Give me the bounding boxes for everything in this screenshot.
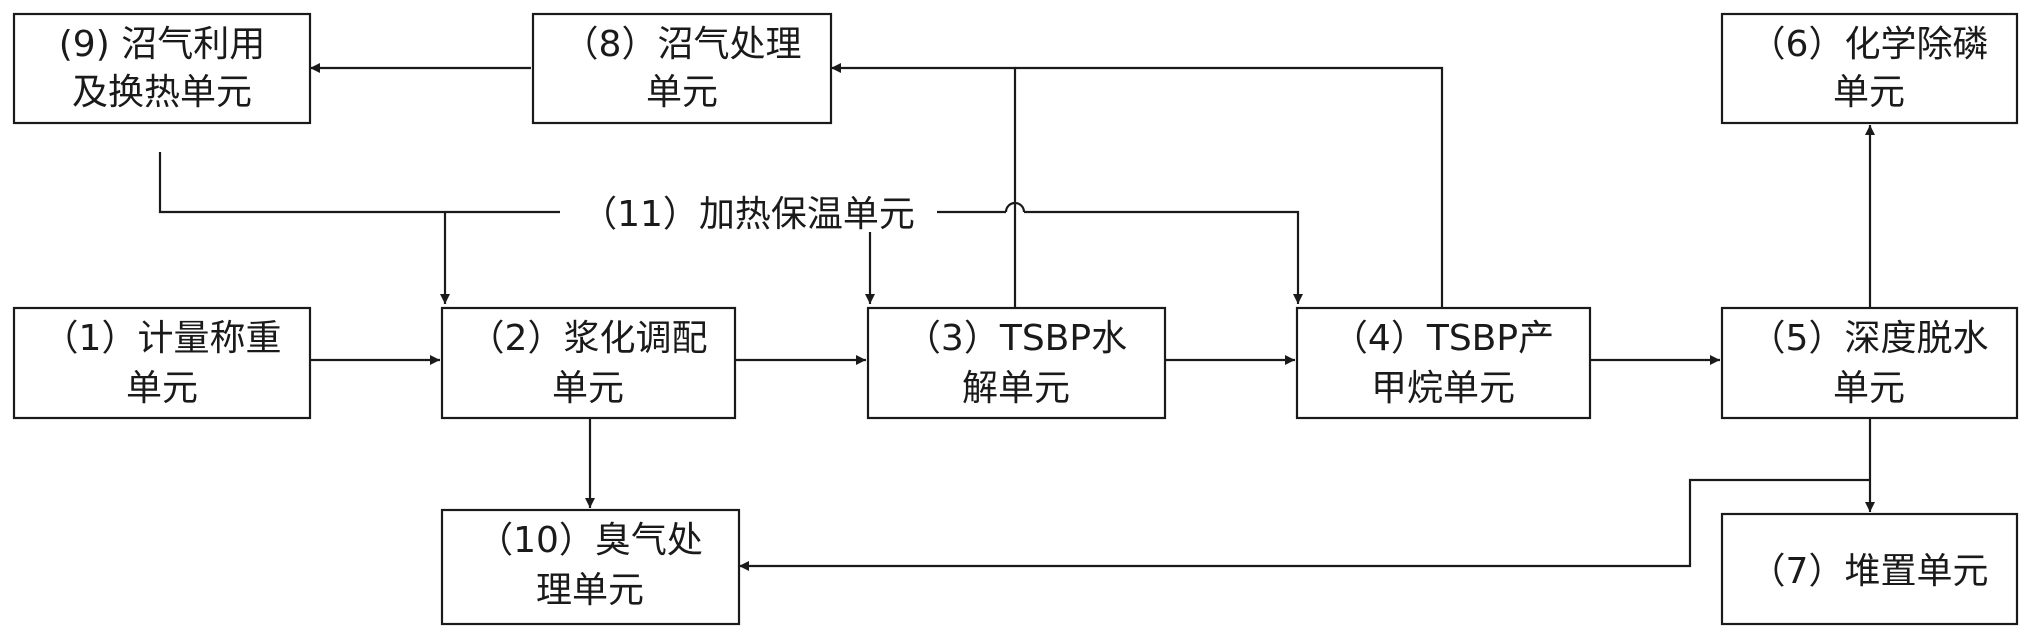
- unit-box-1: （1）计量称重 单元: [12, 306, 312, 420]
- connectors: [158, 63, 1875, 571]
- unit-box-5: （5）深度脱水 单元: [1720, 306, 2019, 420]
- unit-5-line1: （5）深度脱水: [1750, 318, 1989, 359]
- unit-9-line1: (9) 沼气利用: [59, 24, 265, 65]
- unit-box-3: （3）TSBP水 解单元: [866, 306, 1167, 420]
- heating-unit-label: （11）加热保温单元: [581, 194, 915, 235]
- unit-3-line2: 解单元: [962, 368, 1070, 409]
- line-u9-heating: [158, 152, 560, 214]
- unit-box-7: （7）堆置单元: [1720, 512, 2019, 626]
- unit-box-9: (9) 沼气利用 及换热单元: [12, 12, 312, 125]
- unit-box-6: （6）化学除磷 单元: [1720, 12, 2019, 125]
- unit-6-line2: 单元: [1833, 72, 1905, 113]
- unit-box-8: （8）沼气处理 单元: [531, 12, 833, 125]
- unit-7-line1: （7）堆置单元: [1750, 551, 1989, 592]
- unit-2-line1: （2）浆化调配: [469, 318, 708, 359]
- unit-4-line1: （4）TSBP产: [1332, 318, 1554, 359]
- unit-10-line1: （10）臭气处: [477, 520, 703, 561]
- arrow-u3-to-u8: [831, 63, 1017, 308]
- unit-5-line2: 单元: [1833, 368, 1905, 409]
- unit-box-10: （10）臭气处 理单元: [440, 508, 741, 626]
- unit-6-line1: （6）化学除磷: [1750, 24, 1989, 65]
- unit-1-line1: （1）计量称重: [43, 318, 282, 359]
- unit-8-line2: 单元: [646, 72, 718, 113]
- heating-label-group: （11）加热保温单元: [560, 192, 937, 235]
- unit-4-line2: 甲烷单元: [1371, 368, 1515, 409]
- unit-3-line1: （3）TSBP水: [905, 318, 1127, 359]
- unit-box-4: （4）TSBP产 甲烷单元: [1295, 306, 1592, 420]
- arrow-u5-to-u10: [739, 478, 1870, 571]
- unit-2-line2: 单元: [552, 368, 624, 409]
- unit-8-line1: （8）沼气处理: [563, 24, 802, 65]
- line-u4-to-u8: [1015, 66, 1444, 308]
- unit-10-line2: 理单元: [536, 570, 644, 611]
- unit-1-line2: 单元: [126, 368, 198, 409]
- line-crossover-hop: [1004, 201, 1026, 213]
- arrow-heating-to-u4: [1024, 210, 1303, 304]
- unit-box-2: （2）浆化调配 单元: [440, 306, 737, 420]
- unit-9-line2: 及换热单元: [72, 72, 252, 113]
